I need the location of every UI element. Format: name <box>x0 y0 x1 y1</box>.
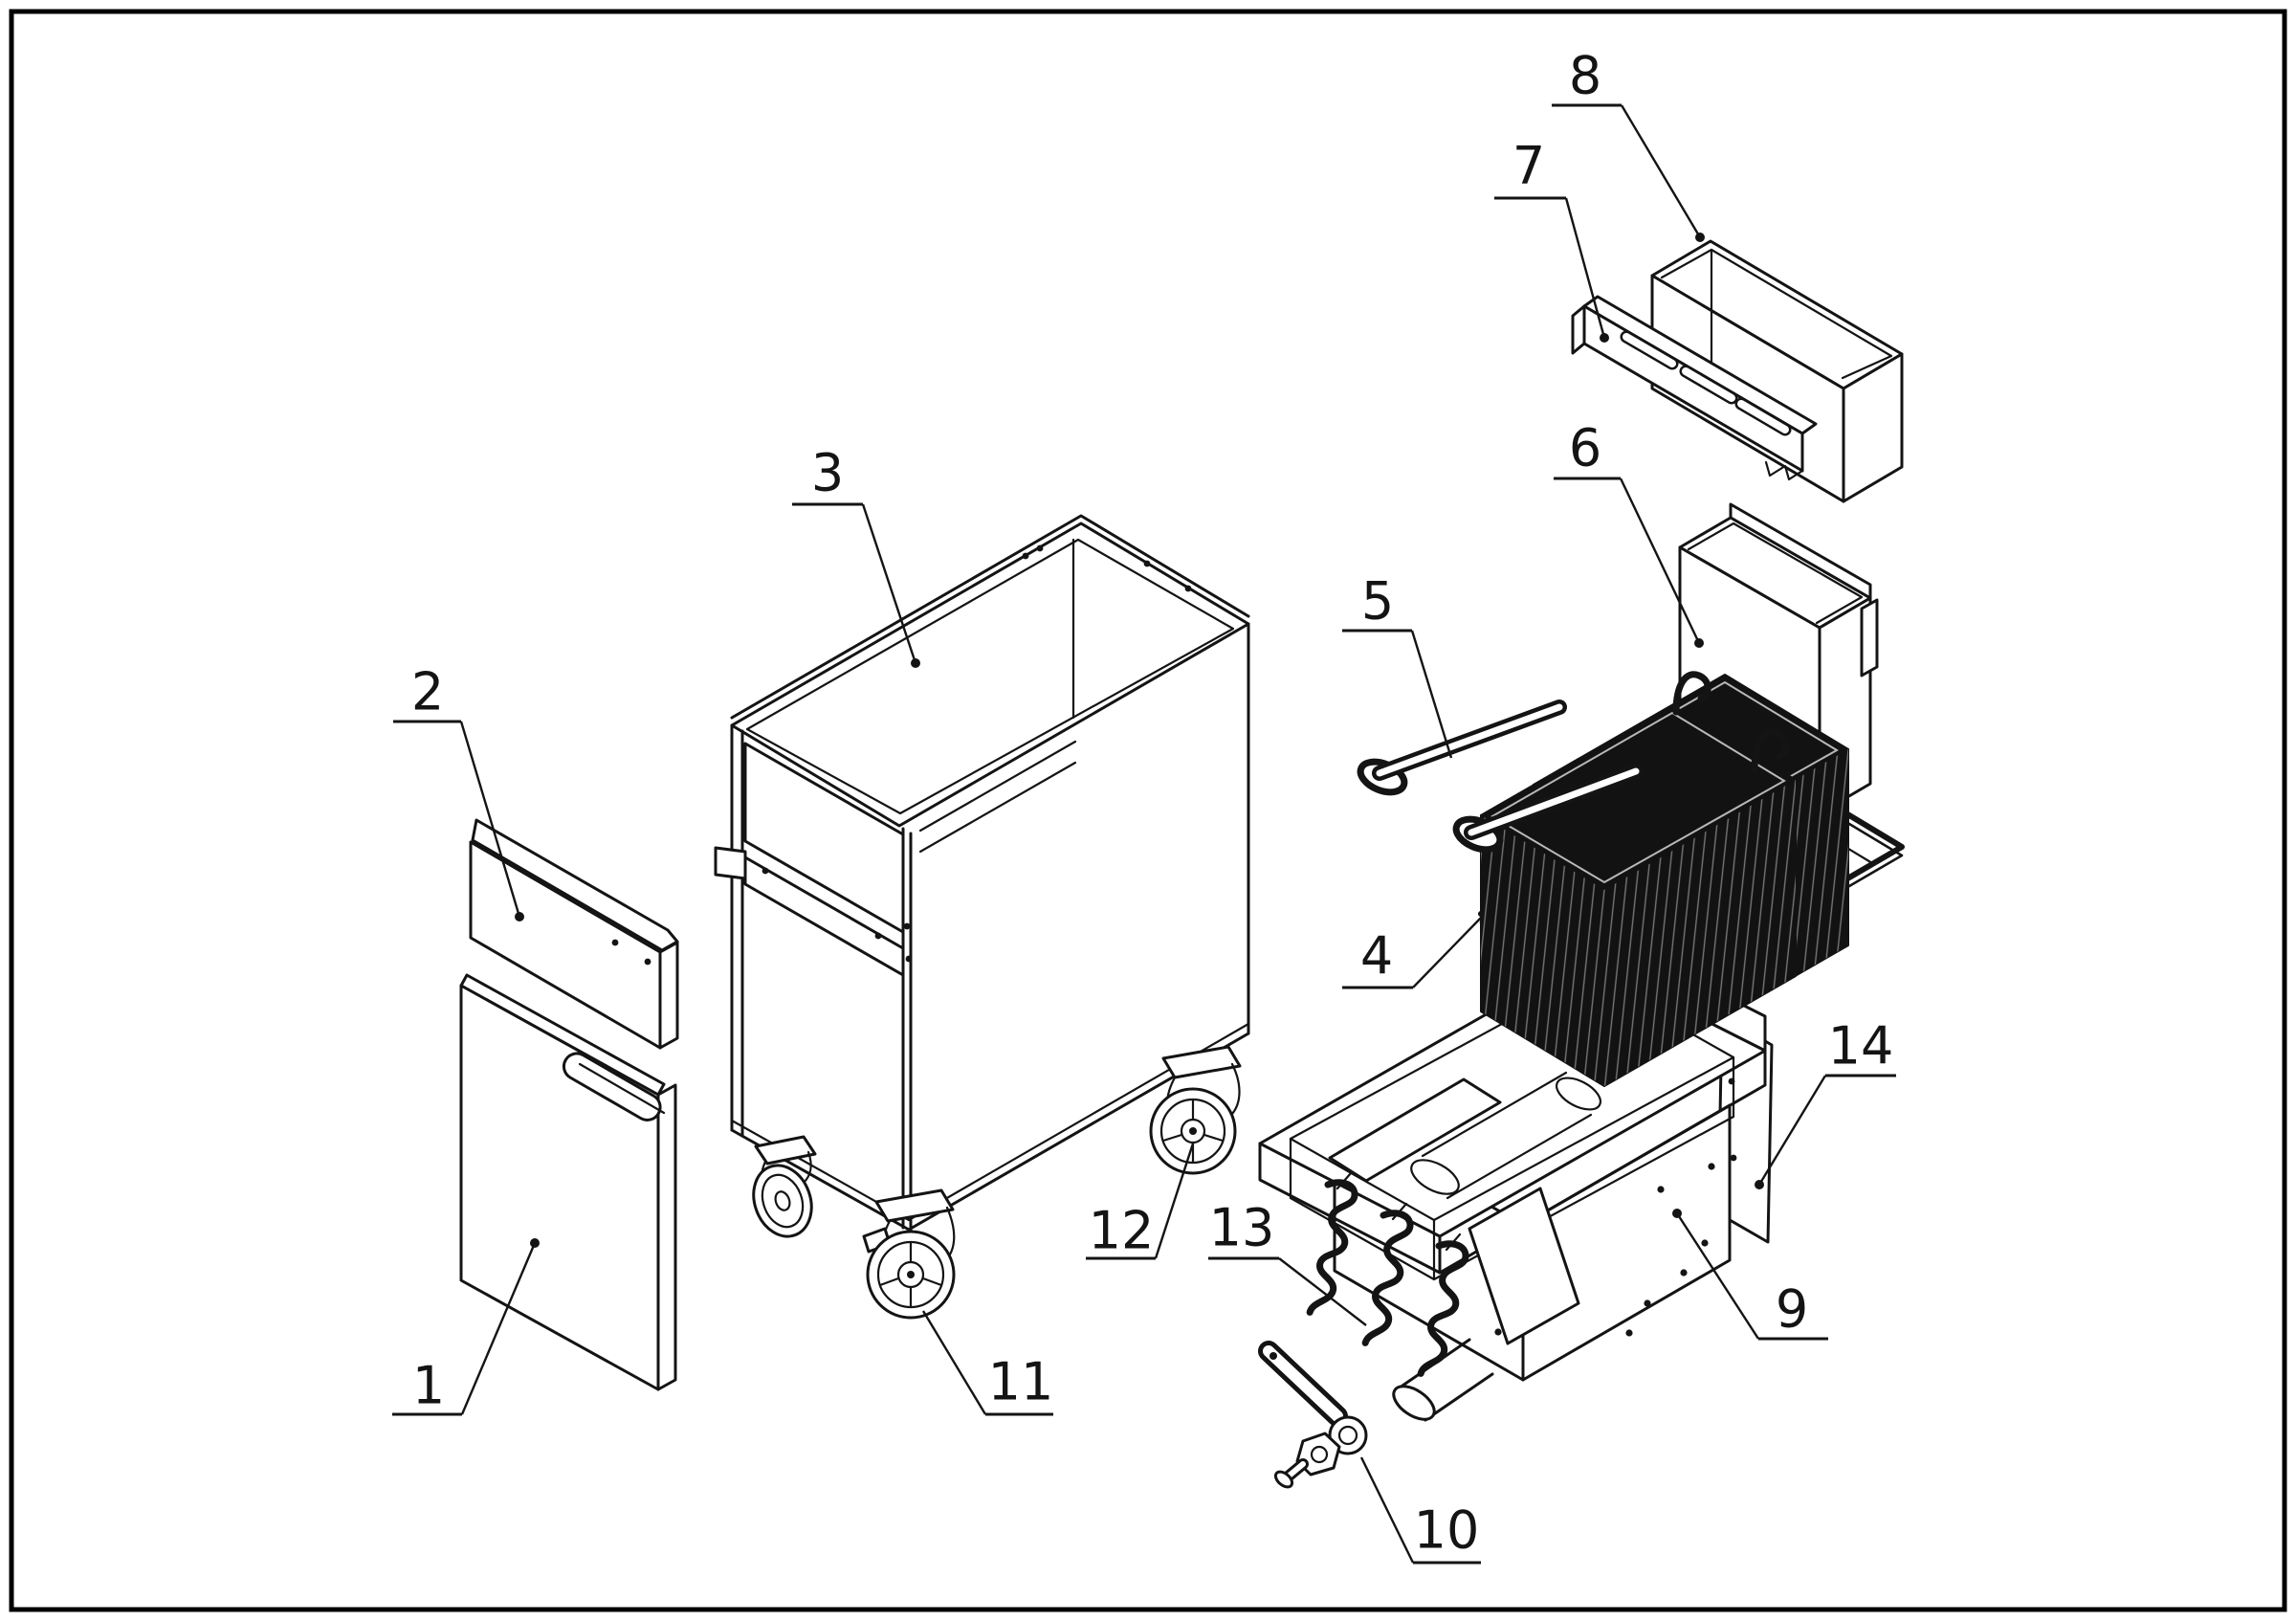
basket-handles <box>1357 675 1787 854</box>
part-1-door-panel <box>459 973 677 1391</box>
callout-label-11: 11 <box>988 1352 1054 1412</box>
callout-label-14: 14 <box>1828 1016 1894 1077</box>
callout-leader-8 <box>1620 104 1702 238</box>
callout-label-6: 6 <box>1569 418 1601 478</box>
callout-leader-4 <box>1412 915 1484 988</box>
callout-dot-3 <box>911 658 920 668</box>
callout-leader-11 <box>921 1310 987 1415</box>
part-12-rear-right-caster <box>1149 1045 1242 1175</box>
callout-leader-2 <box>459 721 521 918</box>
callout-label-2: 2 <box>411 662 444 722</box>
callout-leader-6 <box>1619 477 1701 644</box>
callout-label-4: 4 <box>1360 926 1393 987</box>
part-rear-caster <box>752 1135 817 1238</box>
callout-dot-1 <box>530 1238 540 1248</box>
bracket-slots <box>1620 330 1792 436</box>
callout-label-9: 9 <box>1776 1279 1808 1340</box>
callout-label-5: 5 <box>1361 571 1394 632</box>
callout-dot-7 <box>1600 333 1609 343</box>
callout-label-12: 12 <box>1089 1201 1155 1261</box>
part-11-front-caster <box>862 1188 956 1320</box>
callout-leader-9 <box>1675 1212 1760 1340</box>
callout-dot-9 <box>1672 1209 1682 1218</box>
callout-leader-7 <box>1564 197 1606 339</box>
callout-leader-10 <box>1359 1456 1415 1564</box>
callout-label-13: 13 <box>1209 1198 1275 1258</box>
callout-leader-12 <box>1154 1143 1195 1259</box>
door-handle <box>562 1052 666 1121</box>
callout-label-8: 8 <box>1569 46 1601 106</box>
callout-label-7: 7 <box>1512 136 1545 196</box>
part-13-burner-coils <box>1297 1171 1580 1378</box>
part-10-drain-valve <box>1258 1341 1368 1489</box>
callout-dot-6 <box>1694 638 1704 648</box>
callout-label-10: 10 <box>1414 1500 1480 1561</box>
callout-leader-5 <box>1410 630 1453 759</box>
part-7-slotted-bracket <box>1571 295 1818 481</box>
callout-leader-14 <box>1757 1075 1827 1186</box>
drawing-border <box>9 9 2287 1612</box>
cabinet-screws <box>762 544 1192 963</box>
callout-dot-8 <box>1695 233 1705 242</box>
part-5-fry-baskets <box>1357 675 1849 1087</box>
front-basket <box>1480 704 1797 1087</box>
callout-dot-2 <box>515 912 524 922</box>
callout-leader-13 <box>1278 1257 1367 1326</box>
callout-leader-1 <box>460 1242 537 1415</box>
callout-label-3: 3 <box>811 443 844 503</box>
part-2-top-front-panel <box>469 818 679 1050</box>
callout-leader-3 <box>861 503 917 664</box>
drain-tube <box>1392 1338 1494 1422</box>
callout-label-1: 1 <box>412 1356 445 1416</box>
callout-dot-14 <box>1755 1180 1764 1189</box>
